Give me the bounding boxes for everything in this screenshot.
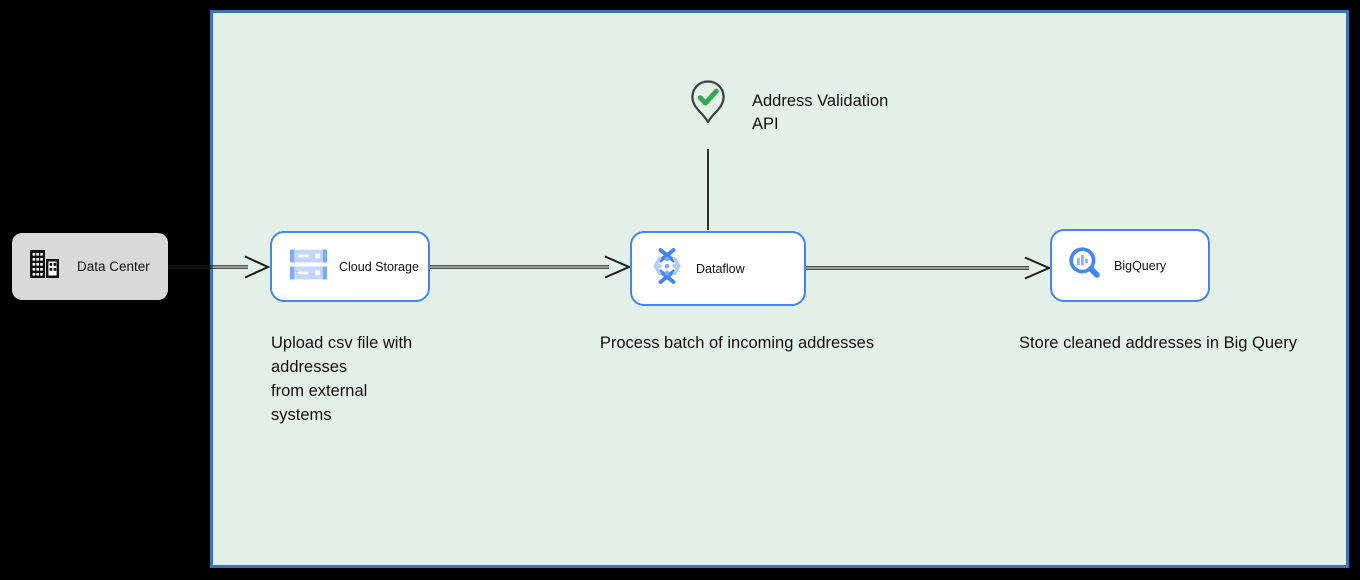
map-pin-check-icon[interactable]: [689, 78, 727, 132]
node-bigquery[interactable]: BigQuery: [1050, 229, 1210, 302]
node-cloud-storage[interactable]: Cloud Storage: [270, 231, 430, 302]
upload-note: Upload csv file with addresses from exte…: [271, 334, 413, 424]
building-icon: [28, 248, 62, 285]
node-label: Data Center: [77, 259, 150, 274]
node-label: BigQuery: [1114, 258, 1167, 273]
process-note: Process batch of incoming addresses: [599, 334, 875, 352]
bigquery-icon: [1066, 244, 1104, 287]
node-data-center[interactable]: Data Center: [12, 233, 168, 300]
node-label: Cloud Storage: [339, 259, 419, 274]
dataflow-icon: [649, 247, 685, 290]
store-note: Store cleaned addresses in Big Query: [1019, 334, 1297, 352]
address-validation-api-label: Address Validation API: [752, 92, 889, 133]
cloud-storage-icon: [290, 249, 327, 285]
node-label: Dataflow: [696, 261, 745, 276]
node-dataflow[interactable]: Dataflow: [630, 231, 806, 306]
